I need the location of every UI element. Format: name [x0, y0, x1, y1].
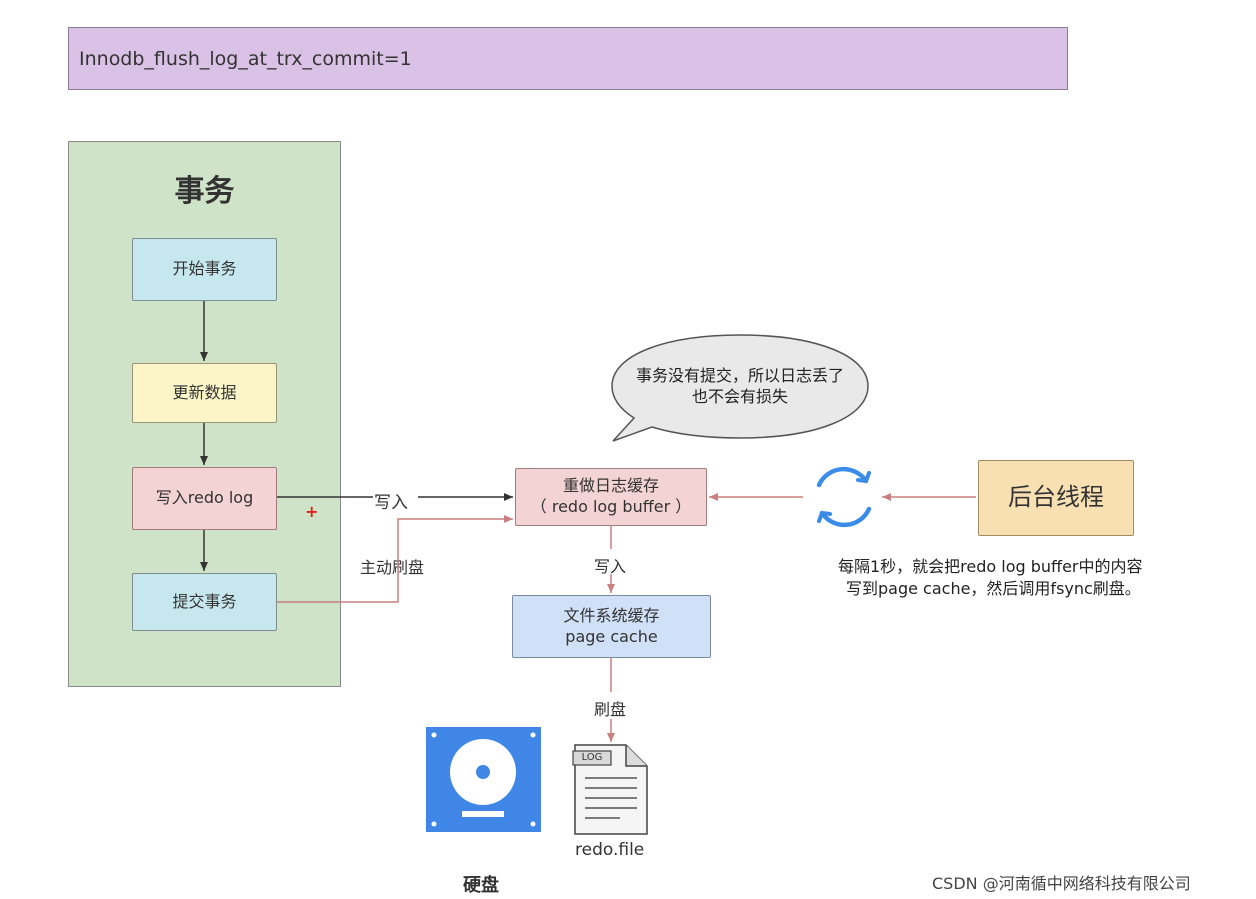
file-label: redo.file	[575, 840, 645, 860]
config-text: Innodb_flush_log_at_trx_commit=1	[79, 47, 412, 70]
page-cache-box: 文件系统缓存 page cache	[512, 595, 711, 658]
page-cache-title: 文件系统缓存	[563, 605, 660, 625]
sync-icon	[816, 466, 872, 528]
callout-text: 事务没有提交，所以日志丢了 也不会有损失	[612, 366, 868, 408]
write-arrow-label: 写入	[374, 493, 408, 513]
watermark: CSDN @河南循中网络科技有限公司	[932, 874, 1191, 893]
step-begin-transaction: 开始事务	[132, 238, 277, 301]
callout-line1: 事务没有提交，所以日志丢了	[635, 366, 844, 385]
disk-label: 硬盘	[463, 875, 499, 896]
background-note-line1: 每隔1秒，就会把redo log buffer中的内容	[838, 557, 1143, 576]
background-note-line2: 写到page cache，然后调用fsync刷盘。	[846, 579, 1141, 599]
redo-buffer-subtitle: （ redo log buffer ）	[530, 497, 692, 516]
redo-log-buffer-box: 重做日志缓存 （ redo log buffer ）	[515, 468, 707, 526]
step-label: 更新数据	[172, 382, 237, 402]
transaction-title: 事务	[174, 174, 235, 209]
step-update-data: 更新数据	[132, 363, 277, 423]
log-file-icon	[572, 744, 648, 835]
step-commit-transaction: 提交事务	[132, 573, 277, 631]
config-banner: Innodb_flush_log_at_trx_commit=1	[68, 27, 1068, 90]
write-down-label: 写入	[594, 557, 627, 576]
background-thread-box: 后台线程	[978, 460, 1134, 536]
callout-line2: 也不会有损失	[691, 386, 788, 406]
page-cache-subtitle: page cache	[565, 626, 658, 646]
background-thread-title: 后台线程	[1008, 483, 1104, 512]
step-label: 提交事务	[172, 591, 237, 611]
arrow-active-flush	[277, 515, 513, 603]
step-write-redo-log: 写入redo log	[132, 467, 277, 530]
plus-mark: +	[305, 502, 319, 521]
step-label: 开始事务	[172, 259, 237, 279]
hard-disk-icon	[426, 727, 541, 832]
background-note: 每隔1秒，就会把redo log buffer中的内容 写到page cache…	[838, 556, 1218, 601]
redo-buffer-title: 重做日志缓存	[562, 476, 659, 496]
active-flush-label: 主动刷盘	[360, 558, 425, 577]
speech-bubble	[611, 334, 869, 442]
step-label: 写入redo log	[155, 488, 254, 508]
flush-label: 刷盘	[594, 700, 627, 719]
log-tag: LOG	[581, 752, 603, 763]
